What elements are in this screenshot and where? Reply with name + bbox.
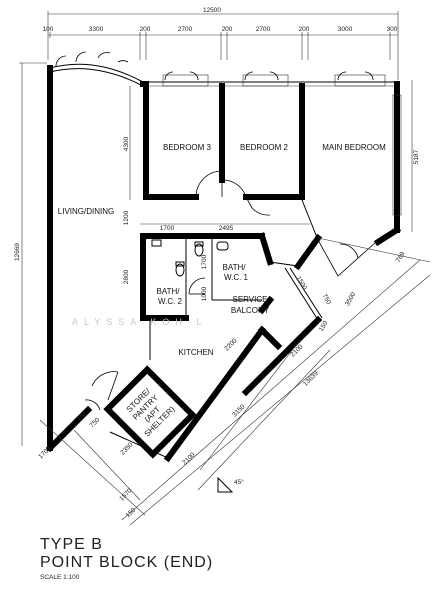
dim-bed-4300: 4300 xyxy=(123,136,130,151)
dim-k-2200: 2200 xyxy=(223,337,238,352)
entrance-door xyxy=(84,371,119,411)
bedroom-walls xyxy=(143,83,319,241)
dim-left-12669: 12669 xyxy=(14,243,21,261)
angle-label: 45° xyxy=(234,478,244,486)
top-dimension-lines xyxy=(47,11,399,80)
service-balcony-walls xyxy=(241,239,377,397)
dim-corr-1200: 1200 xyxy=(123,210,130,225)
dim-top-2700b: 2700 xyxy=(256,26,271,33)
dim-k-13639: 13639 xyxy=(302,370,320,388)
dim-bot-1570: 1570 xyxy=(118,487,133,502)
windows-top xyxy=(55,51,402,216)
dim-top-100: 100 xyxy=(43,26,54,33)
dim-mid-1700: 1700 xyxy=(160,225,175,232)
room-label-service-line2: BALCONY xyxy=(231,306,270,315)
dim-k-2100b: 2100 xyxy=(181,451,196,466)
room-label-bedroom-3: BEDROOM 3 xyxy=(163,143,212,152)
watermark-text: ALYSSA KOH L xyxy=(72,317,207,327)
dim-mid-2495: 2495 xyxy=(219,225,234,232)
dim-top-2700a: 2700 xyxy=(178,26,193,33)
room-label-bath-2-line2: W.C. 2 xyxy=(158,297,183,306)
kitchen-walls xyxy=(149,318,267,463)
room-label-bath-2-line1: BATH/ xyxy=(157,287,181,296)
bedroom-doors xyxy=(195,170,271,216)
room-label-kitchen: KITCHEN xyxy=(178,348,213,357)
dim-top-3300: 3300 xyxy=(89,26,104,33)
dim-right-5187: 5187 xyxy=(413,149,420,164)
store-pantry-walls xyxy=(103,365,197,459)
dim-sb-1500: 1500 xyxy=(295,275,308,291)
dim-sb-750: 750 xyxy=(321,293,333,306)
lower-left-walls xyxy=(45,405,169,459)
bathroom-fixtures xyxy=(151,239,229,295)
dim-left-2800: 2800 xyxy=(123,269,130,284)
room-label-main-bedroom: MAIN BEDROOM xyxy=(322,143,386,152)
room-label-bath-1-line2: W.C. 1 xyxy=(224,273,249,282)
room-label-service-line1: SERVICE xyxy=(233,295,268,304)
dim-top-200b: 200 xyxy=(222,26,233,33)
dim-overall-width: 12500 xyxy=(203,7,221,14)
room-label-living-dining: LIVING/DINING xyxy=(58,207,114,216)
angle-marker xyxy=(217,476,234,493)
dim-top-3000: 3000 xyxy=(338,26,353,33)
dim-sb-3500: 3500 xyxy=(344,291,357,307)
title-block-name: POINT BLOCK (END) xyxy=(40,554,214,571)
title-block: TYPE B POINT BLOCK (END) SCALE 1:100 xyxy=(40,536,213,581)
room-label-bath-1-line1: BATH/ xyxy=(223,263,247,272)
title-type: TYPE B xyxy=(40,536,103,553)
dim-bath-1700: 1700 xyxy=(201,254,208,269)
dim-top-300: 300 xyxy=(387,26,398,33)
dim-sb-150: 150 xyxy=(318,319,330,332)
dim-top-200a: 200 xyxy=(140,26,151,33)
dim-st-750: 750 xyxy=(89,416,102,429)
dim-top-200c: 200 xyxy=(299,26,310,33)
dim-k-3150: 3150 xyxy=(231,403,246,418)
dim-st-2350: 2350 xyxy=(119,441,134,456)
dim-right-769: 769 xyxy=(395,250,407,263)
scale-label: SCALE 1:100 xyxy=(40,574,80,581)
room-label-bedroom-2: BEDROOM 2 xyxy=(240,143,289,152)
